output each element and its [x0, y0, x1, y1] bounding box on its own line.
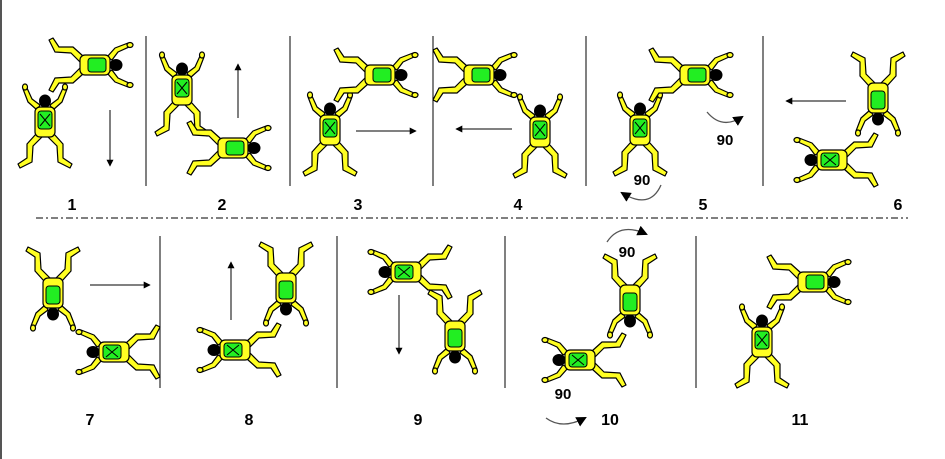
rotation-arrow-icon: [546, 418, 585, 424]
rotation-label: 90: [710, 132, 740, 149]
skydiver-icon: [76, 325, 160, 379]
skydiver-icon: [735, 304, 789, 388]
rotation-arrow-icon: [707, 112, 742, 122]
rotation-arrow-icon: [607, 230, 646, 243]
step-label: 3: [338, 197, 378, 215]
step-label: 9: [398, 412, 438, 430]
step-label: 5: [683, 197, 723, 215]
step-label: 6: [878, 197, 918, 215]
skydiver-icon: [259, 242, 313, 326]
skydiver-icon: [368, 245, 452, 299]
skydiver-icon: [428, 290, 482, 374]
skydiver-icon: [197, 323, 281, 377]
skydiver-icon: [49, 38, 133, 92]
skydiver-icon: [613, 92, 667, 176]
rotation-label: 90: [612, 244, 642, 261]
skydiver-icon: [767, 255, 851, 309]
step-label: 7: [70, 412, 110, 430]
skydiver-icon: [303, 92, 357, 176]
rotation-label: 90: [627, 172, 657, 189]
step-label: 10: [590, 412, 630, 430]
skydiver-icon: [794, 133, 878, 187]
rotation-label: 90: [548, 386, 578, 403]
skydiver-icon: [542, 333, 626, 387]
skydiver-icon: [513, 94, 567, 178]
skydiver-icon: [334, 48, 418, 102]
skydiver-icon: [155, 52, 209, 136]
skydiver-icon: [603, 254, 657, 338]
step-label: 11: [780, 412, 820, 430]
skydiver-icon: [433, 48, 517, 102]
step-label: 8: [229, 412, 269, 430]
skydiver-icon: [26, 247, 80, 331]
step-label: 2: [202, 197, 242, 215]
step-label: 4: [498, 197, 538, 215]
step-label: 1: [52, 197, 92, 215]
skydiver-icon: [18, 84, 72, 168]
skydiver-icon: [851, 52, 905, 136]
